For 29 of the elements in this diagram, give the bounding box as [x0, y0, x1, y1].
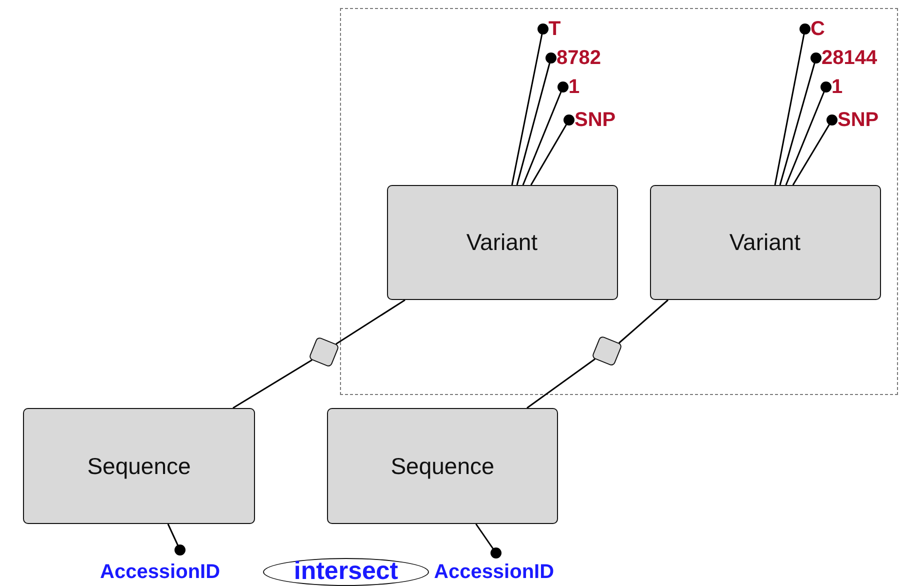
attribute-connector: [779, 52, 822, 186]
attribute-connector: [516, 52, 556, 186]
attribute-connector: [475, 524, 502, 558]
connector-line: [336, 299, 406, 345]
attribute-label: 8782: [556, 44, 618, 72]
key-attribute-label: AccessionID: [100, 559, 256, 586]
entity-box: Sequence: [327, 408, 558, 524]
attribute-label: C: [810, 14, 834, 42]
attribute-label: SNP: [574, 106, 630, 134]
attribute-connector: [522, 82, 568, 186]
operator-oval: intersect: [263, 558, 429, 586]
attribute-label: 1: [832, 72, 848, 100]
attribute-label: T: [548, 14, 572, 42]
attribute-connector: [774, 24, 810, 186]
connector-line: [232, 359, 312, 409]
attribute-label: 1: [568, 72, 584, 100]
attribute-label: SNP: [838, 106, 894, 134]
connector-line: [618, 299, 668, 344]
attribute-connector: [530, 114, 574, 186]
entity-box: Variant: [386, 184, 618, 300]
attribute-connector: [511, 24, 548, 186]
entity-box: Variant: [650, 184, 880, 300]
attribute-connector: [792, 114, 838, 186]
attribute-connector: [785, 82, 832, 186]
attribute-connector: [167, 524, 186, 556]
key-attribute-label: AccessionID: [434, 559, 590, 586]
attribute-label: 28144: [822, 44, 894, 72]
dashed-group-border: [340, 8, 898, 395]
entity-box: Sequence: [23, 408, 255, 524]
